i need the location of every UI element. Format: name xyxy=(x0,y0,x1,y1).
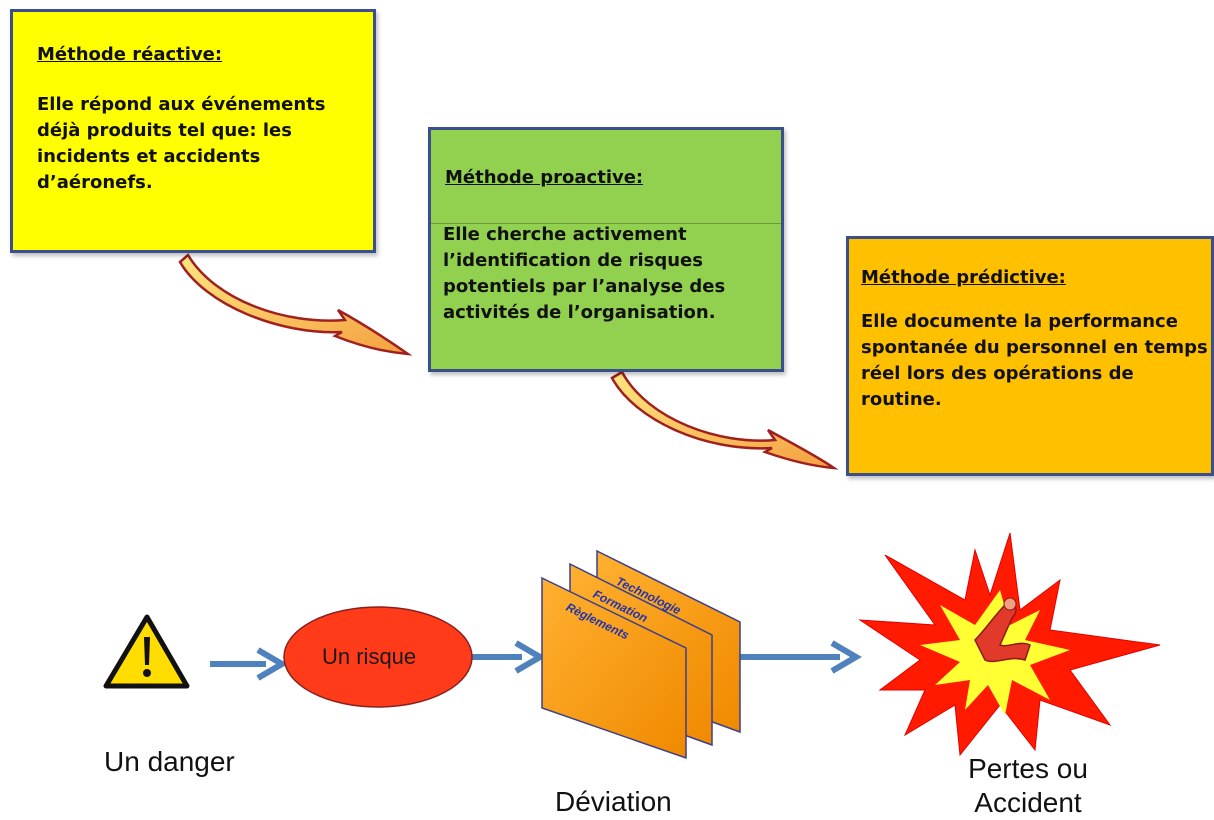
flow-arrow-2 xyxy=(470,640,546,674)
barrier-sheet-reglements xyxy=(541,576,687,760)
flow-arrow-3 xyxy=(738,640,862,674)
curved-arrow-reactive-to-proactive xyxy=(178,253,413,356)
predictive-method-title: Méthode prédictive: xyxy=(861,267,1066,288)
proactive-method-content: Elle cherche activement l’identification… xyxy=(431,222,781,326)
predictive-method-body: Elle documente la performance spontanée … xyxy=(861,311,1208,410)
curved-arrow-proactive-to-predictive xyxy=(610,370,839,470)
proactive-method-header: Méthode proactive: xyxy=(431,130,781,224)
danger-label: Un danger xyxy=(104,746,235,777)
proactive-method-title: Méthode proactive: xyxy=(445,167,644,188)
explosion-icon xyxy=(858,532,1161,757)
reactive-method-body: Elle répond aux événements déjà produits… xyxy=(37,94,326,193)
flow-arrow-1 xyxy=(210,647,288,681)
falling-figure-icon xyxy=(974,597,1031,663)
reactive-method-box: Méthode réactive: Elle répond aux événem… xyxy=(10,9,376,253)
risk-ellipse xyxy=(283,606,473,708)
proactive-method-body: Elle cherche activement l’identification… xyxy=(443,224,726,323)
predictive-method-box: Méthode prédictive: Elle documente la pe… xyxy=(846,236,1214,476)
risk-label: Un risque xyxy=(322,644,417,669)
warning-triangle-icon xyxy=(103,614,190,689)
reactive-method-title: Méthode réactive: xyxy=(37,44,223,65)
loss-label: Pertes ou Accident xyxy=(928,752,1128,820)
loss-label-line2: Accident xyxy=(974,787,1082,818)
deviation-label: Déviation xyxy=(555,786,672,817)
proactive-method-box: Méthode proactive: Elle cherche activeme… xyxy=(428,127,784,372)
barrier-sheets xyxy=(541,549,741,760)
loss-label-line1: Pertes ou xyxy=(968,753,1088,784)
